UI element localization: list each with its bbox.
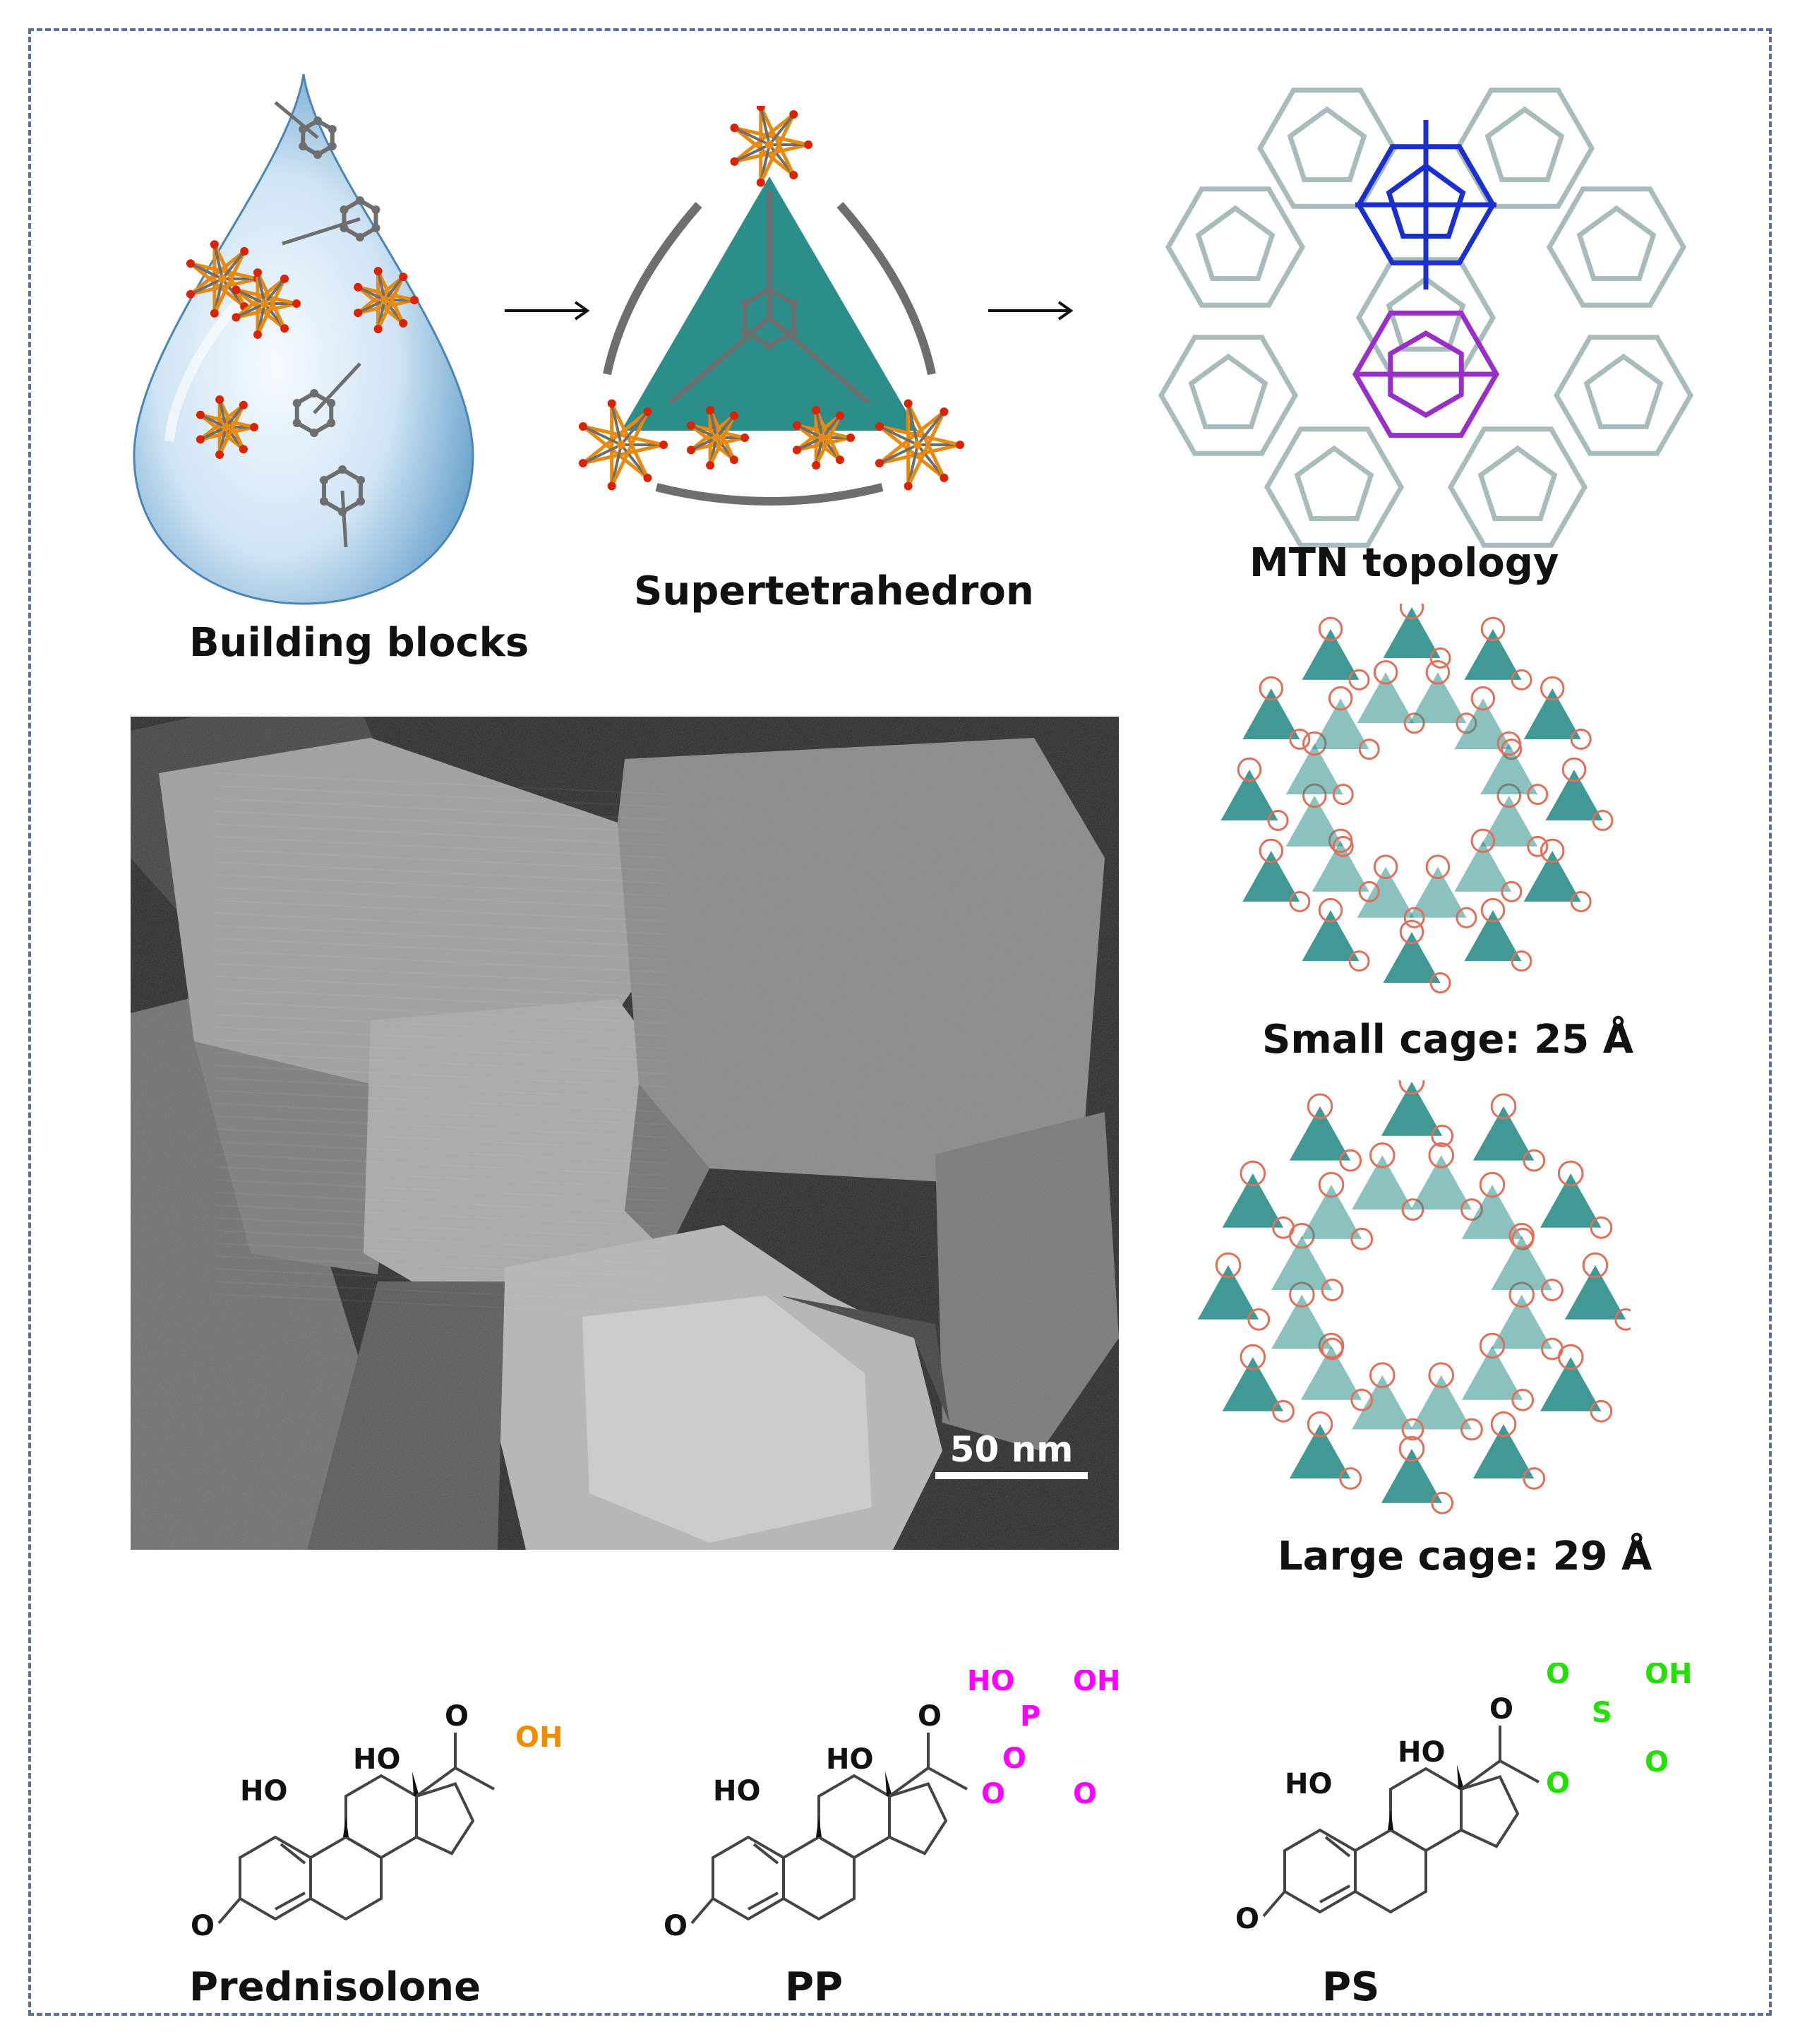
- ketone-oxygen-label: O: [664, 1910, 688, 1942]
- pp-label: PP: [785, 1964, 844, 2010]
- functional-group-label: O: [1645, 1746, 1669, 1779]
- carbonyl-oxygen-label: O: [918, 1700, 942, 1733]
- large-cage-label: Large cage: 29 Å: [1278, 1534, 1652, 1579]
- functional-group-label: O: [981, 1778, 1005, 1810]
- carbonyl-oxygen-label: O: [1489, 1693, 1513, 1726]
- dashed-border-frame: [28, 28, 1772, 2016]
- prednisolone-structure: O HO HO O OH: [191, 1700, 563, 1942]
- functional-group-label: OH: [1073, 1670, 1120, 1697]
- building-blocks-label: Building blocks: [189, 620, 529, 666]
- functional-group-label: O: [1073, 1778, 1097, 1810]
- ketone-oxygen-label: O: [191, 1910, 215, 1942]
- electron-micrograph: 50 nm: [131, 717, 1119, 1550]
- carbonyl-oxygen-label: O: [445, 1700, 469, 1733]
- hydroxyl-label: HO: [826, 1743, 873, 1776]
- arrow-right-icon: [988, 301, 1074, 321]
- ketone-oxygen-label: O: [1235, 1903, 1259, 1935]
- ps-label: PS: [1322, 1964, 1380, 2010]
- functional-group-label: P: [1020, 1700, 1040, 1733]
- mtn-topology-net: [1158, 88, 1694, 548]
- functional-group-label: HO: [967, 1670, 1014, 1697]
- functional-group-label: O: [1546, 1767, 1570, 1800]
- prednisolone-label: Prednisolone: [189, 1964, 481, 2010]
- hydroxyl-label: HO: [240, 1775, 287, 1807]
- functional-group-label: O: [1546, 1663, 1570, 1690]
- hydroxyl-label: HO: [1285, 1768, 1332, 1800]
- scale-bar: [935, 1472, 1088, 1479]
- scale-bar-label: 50 nm: [950, 1429, 1074, 1470]
- hydroxyl-label: HO: [353, 1743, 400, 1776]
- large-cage-model: [1197, 1080, 1631, 1514]
- hydroxyl-label: HO: [713, 1775, 760, 1807]
- functional-group-label: S: [1592, 1697, 1612, 1729]
- arrow-right-icon: [505, 301, 590, 321]
- hydroxyl-label: HO: [1398, 1736, 1445, 1769]
- small-cage-model: [1220, 604, 1614, 993]
- supertetrahedron-model: [578, 106, 964, 506]
- functional-group-label: OH: [515, 1721, 563, 1754]
- functional-group-label: OH: [1645, 1663, 1692, 1690]
- supertetrahedron-label: Supertetrahedron: [634, 568, 1034, 614]
- small-cage-label: Small cage: 25 Å: [1262, 1017, 1634, 1063]
- building-blocks-drop: [133, 73, 474, 605]
- functional-group-label: O: [1002, 1743, 1026, 1775]
- mtn-topology-label: MTN topology: [1249, 540, 1559, 586]
